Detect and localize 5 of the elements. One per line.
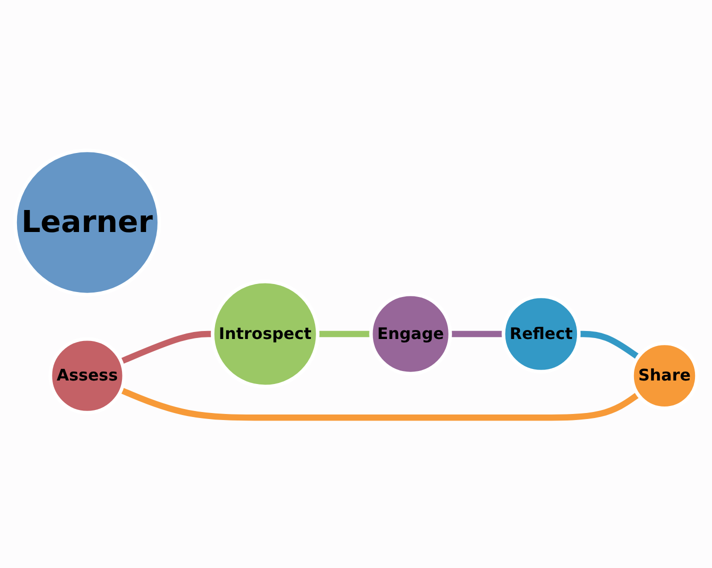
connector bbox=[450, 330, 504, 338]
connector bbox=[578, 330, 640, 360]
connector bbox=[120, 330, 213, 364]
connector bbox=[318, 330, 371, 338]
connector bbox=[120, 387, 640, 421]
